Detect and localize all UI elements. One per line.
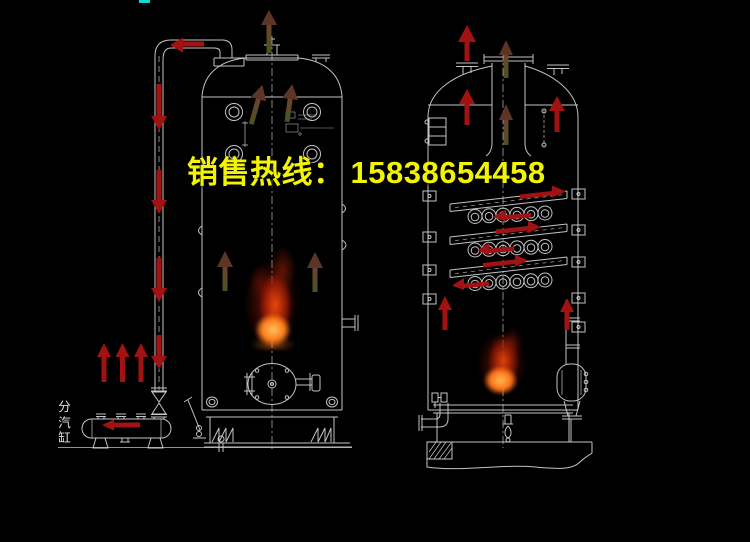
left-boiler-handholes: [225, 103, 321, 163]
left-boiler-side-fittings: [198, 203, 359, 331]
red-flow-arrows: [97, 25, 574, 431]
right-boiler-riser-arrow-icon: [438, 25, 574, 330]
right-boiler-tube-banks: [449, 190, 568, 291]
flue-gas-arrows: [217, 10, 513, 292]
right-boiler-foundation: [426, 441, 593, 470]
left-boiler-base: [58, 416, 352, 452]
flue-arrow-icon: [282, 84, 299, 123]
hotline-label: 销售热线：: [187, 155, 345, 190]
left-boiler-steam-pipe: [154, 39, 233, 392]
steam-flow-arrow-icon: [170, 37, 204, 53]
left-boiler-fire-door: [183, 363, 338, 439]
drawing-linework: [58, 36, 593, 470]
steam-manifold: [81, 387, 172, 449]
furnace-flame-left: [232, 238, 314, 350]
steam-manifold-label: 分汽缸: [58, 400, 71, 445]
tube-bank-flow-arrow-icon: [452, 185, 566, 290]
right-boiler-side-flanges: [422, 188, 586, 333]
downpipe-flow-arrow-icon: [151, 84, 167, 369]
flue-arrow-icon: [217, 10, 513, 292]
manifold-flow-arrow-icon: [102, 419, 140, 431]
right-boiler-downcomer: [556, 300, 589, 442]
hotline-number: 15838654458: [350, 155, 546, 190]
sales-hotline-text: 销售热线：15838654458: [187, 147, 546, 192]
left-boiler-annotations: [285, 111, 334, 136]
flue-arrow-icon: [248, 84, 267, 125]
right-boiler-bottom: [418, 392, 578, 443]
watermark-dash: [139, 0, 150, 3]
furnace-flame-right: [466, 318, 538, 400]
manifold-riser-arrow-icon: [97, 343, 148, 382]
